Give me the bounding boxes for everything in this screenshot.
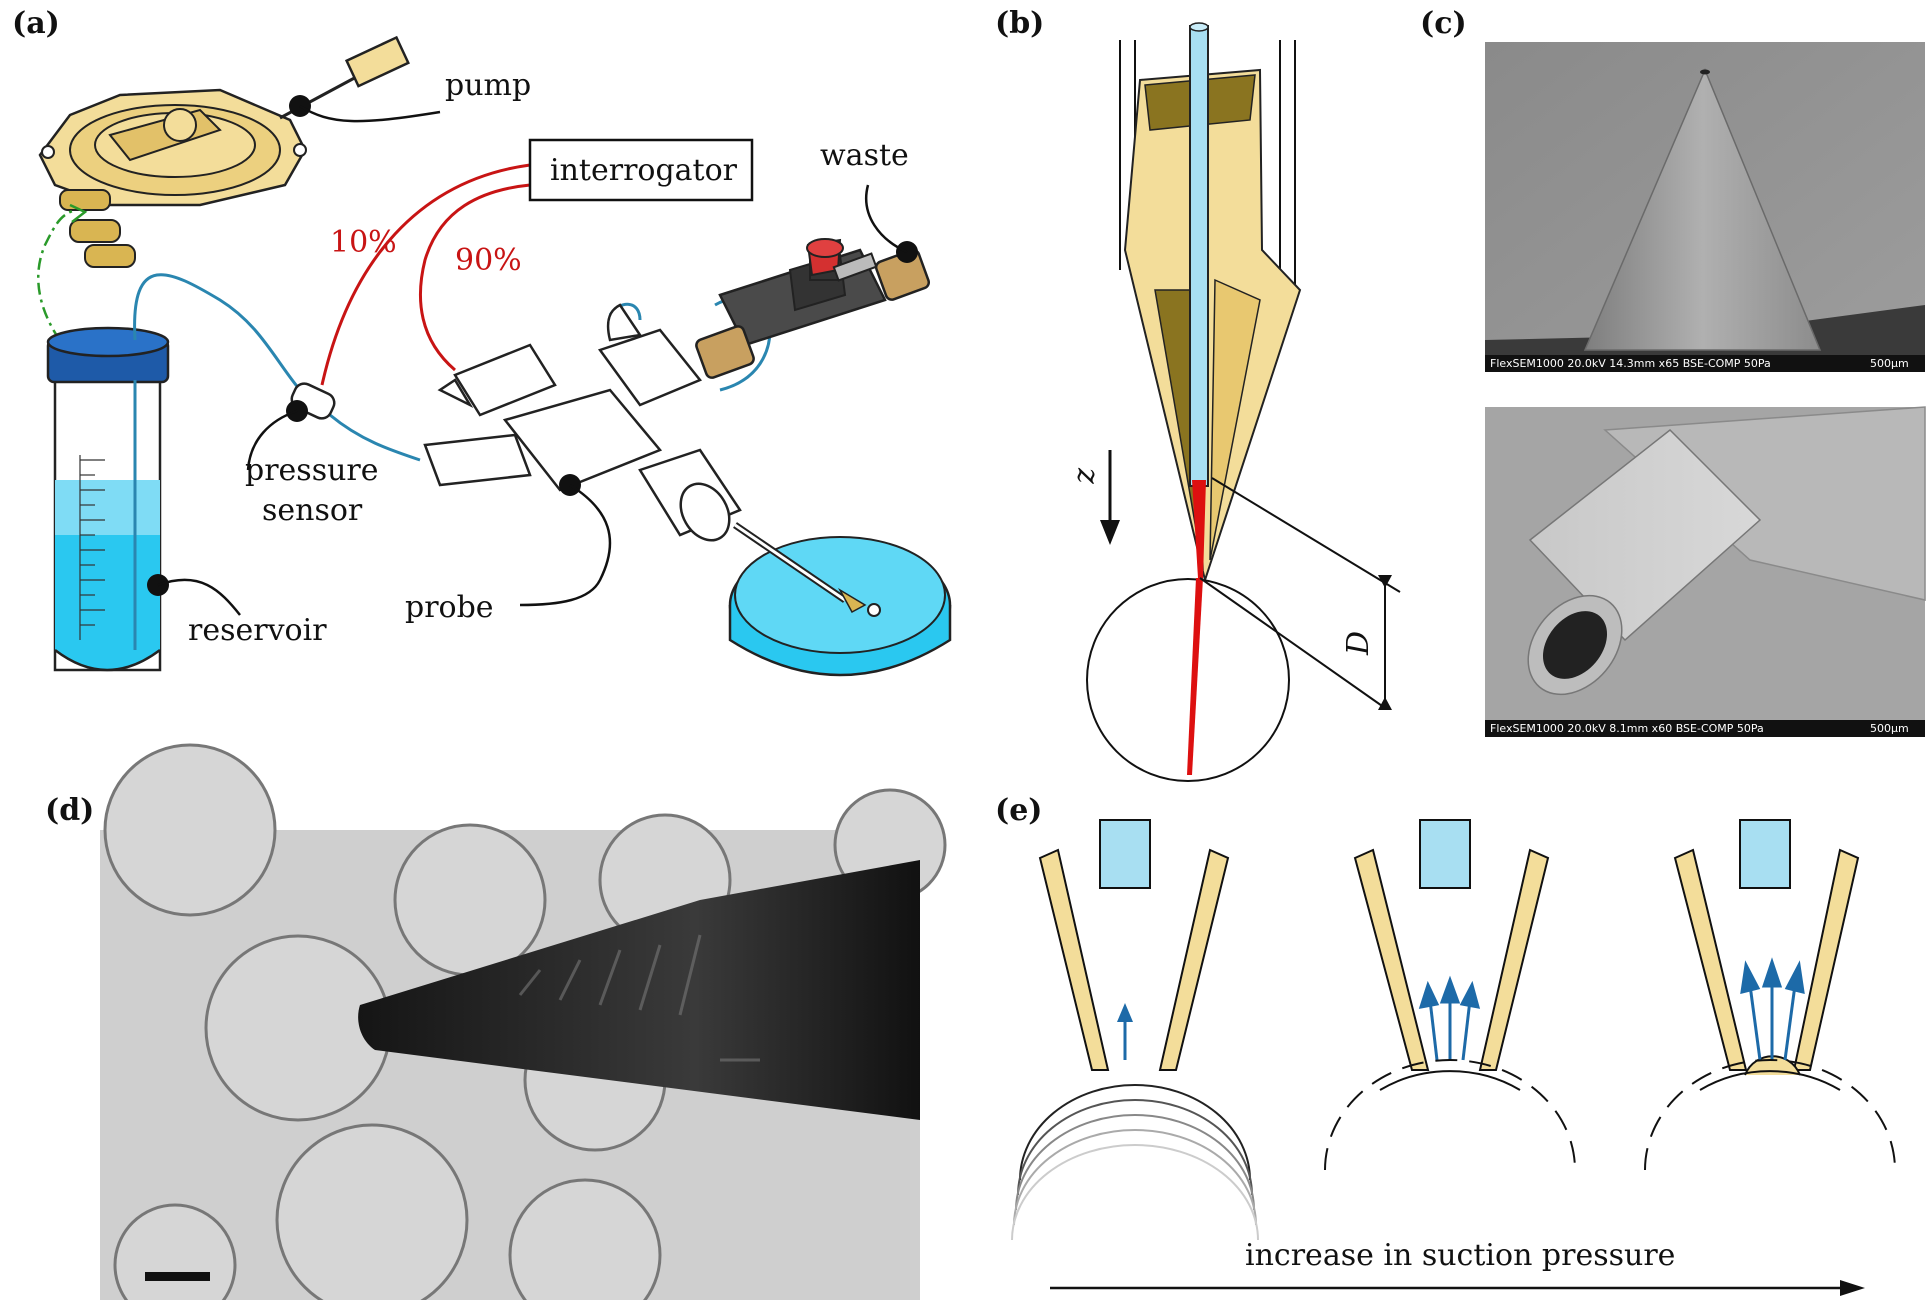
panel-b-tip-schematic: D z (1070, 22, 1401, 782)
fiber-10 (320, 163, 531, 386)
sem-top-scale: 500μm (1870, 357, 1909, 370)
label-sensor: sensor (262, 493, 363, 528)
panel-c-sem-images: FlexSEM1000 20.0kV 14.3mm x65 BSE-COMP 5… (1485, 42, 1926, 737)
panel-d-micrograph (100, 743, 947, 1304)
fiber-90 (419, 183, 531, 372)
sem-top-info: FlexSEM1000 20.0kV 14.3mm x65 BSE-COMP 5… (1490, 357, 1771, 370)
interrogator-box (528, 138, 754, 202)
pump-leader-line (299, 104, 441, 123)
panel-a-setup: pump reservoir (37, 35, 952, 677)
pressure-sensor (286, 382, 336, 422)
label-probe: probe (405, 590, 494, 625)
cell (275, 1123, 469, 1304)
cell (393, 823, 547, 977)
recirculation-arrow (37, 208, 76, 361)
reservoir-illustration (46, 326, 170, 672)
cell (103, 743, 277, 917)
cell (508, 1178, 662, 1304)
panel-label-a: (a) (12, 6, 60, 41)
tube-reservoir-sensor (133, 273, 302, 391)
sem-bottom-scale: 500μm (1870, 722, 1909, 735)
panel-e-suction-stages: increase in suction pressure (1011, 819, 1896, 1296)
label-waste: waste (820, 138, 909, 173)
petri-dish (728, 522, 952, 677)
label-10pct: 10% (330, 225, 397, 260)
suction-caption: increase in suction pressure (1245, 1238, 1675, 1273)
suction-stage-2 (1324, 819, 1576, 1171)
label-interrogator: interrogator (550, 153, 738, 188)
waste-valve (695, 238, 931, 379)
sem-bottom-info: FlexSEM1000 20.0kV 8.1mm x60 BSE-COMP 50… (1490, 722, 1764, 735)
suction-stage-3 (1644, 819, 1896, 1171)
label-d: D (1341, 631, 1376, 656)
label-90pct: 90% (455, 243, 522, 278)
panel-label-c: (c) (1420, 6, 1467, 41)
panel-label-e: (e) (995, 793, 1042, 828)
label-z: z (1070, 467, 1105, 484)
panel-label-b: (b) (995, 6, 1044, 41)
probe-tip-dark (358, 860, 920, 1120)
panel-label-d: (d) (45, 793, 94, 828)
label-reservoir: reservoir (188, 613, 327, 648)
pump-illustration (38, 35, 410, 268)
label-pump: pump (445, 68, 531, 103)
scale-bar (145, 1272, 210, 1281)
suction-stage-1 (1011, 819, 1259, 1241)
probe-illustration (423, 303, 742, 542)
label-pressure: pressure (245, 453, 379, 488)
